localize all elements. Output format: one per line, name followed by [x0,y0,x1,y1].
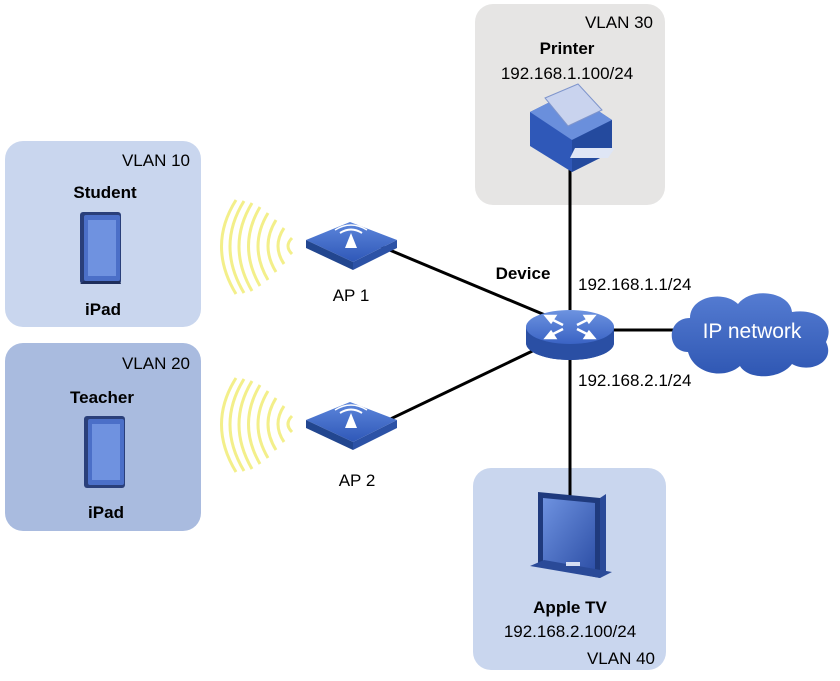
printer-label: Printer [540,39,595,58]
device-ip-upper: 192.168.1.1/24 [578,275,691,294]
vlan10-zone: VLAN 10 Student iPad [5,141,201,327]
student-label: Student [73,183,137,202]
printer-icon [530,83,615,172]
student-ipad-icon [80,212,121,284]
ap1-icon [306,222,397,270]
wifi-waves-ap1 [220,199,294,295]
student-ipad-label: iPad [85,300,121,319]
vlan20-label: VLAN 20 [122,354,190,373]
vlan10-label: VLAN 10 [122,151,190,170]
ip-network-cloud-icon [671,293,829,377]
teacher-ipad-icon [84,416,125,488]
link-ap2-device [379,343,546,426]
ip-network-label: IP network [703,320,802,343]
teacher-ipad-label: iPad [88,503,124,522]
ap2-icon [306,402,397,450]
teacher-label: Teacher [70,388,134,407]
core-switch-icon [526,310,614,360]
apple-tv-icon [530,492,612,578]
device-ip-lower: 192.168.2.1/24 [578,371,691,390]
vlan30-label: VLAN 30 [585,13,653,32]
link-ap1-device [379,244,546,317]
links [379,165,680,510]
apple-tv-label: Apple TV [533,598,607,617]
device-label: Device [496,264,551,283]
wifi-waves-ap2 [220,377,294,473]
ap1-label: AP 1 [333,286,370,305]
printer-ip: 192.168.1.100/24 [501,64,633,83]
ap2-label: AP 2 [339,471,376,490]
apple-tv-ip: 192.168.2.100/24 [504,622,636,641]
vlan40-label: VLAN 40 [587,649,655,668]
vlan20-zone: VLAN 20 Teacher iPad [5,343,201,531]
